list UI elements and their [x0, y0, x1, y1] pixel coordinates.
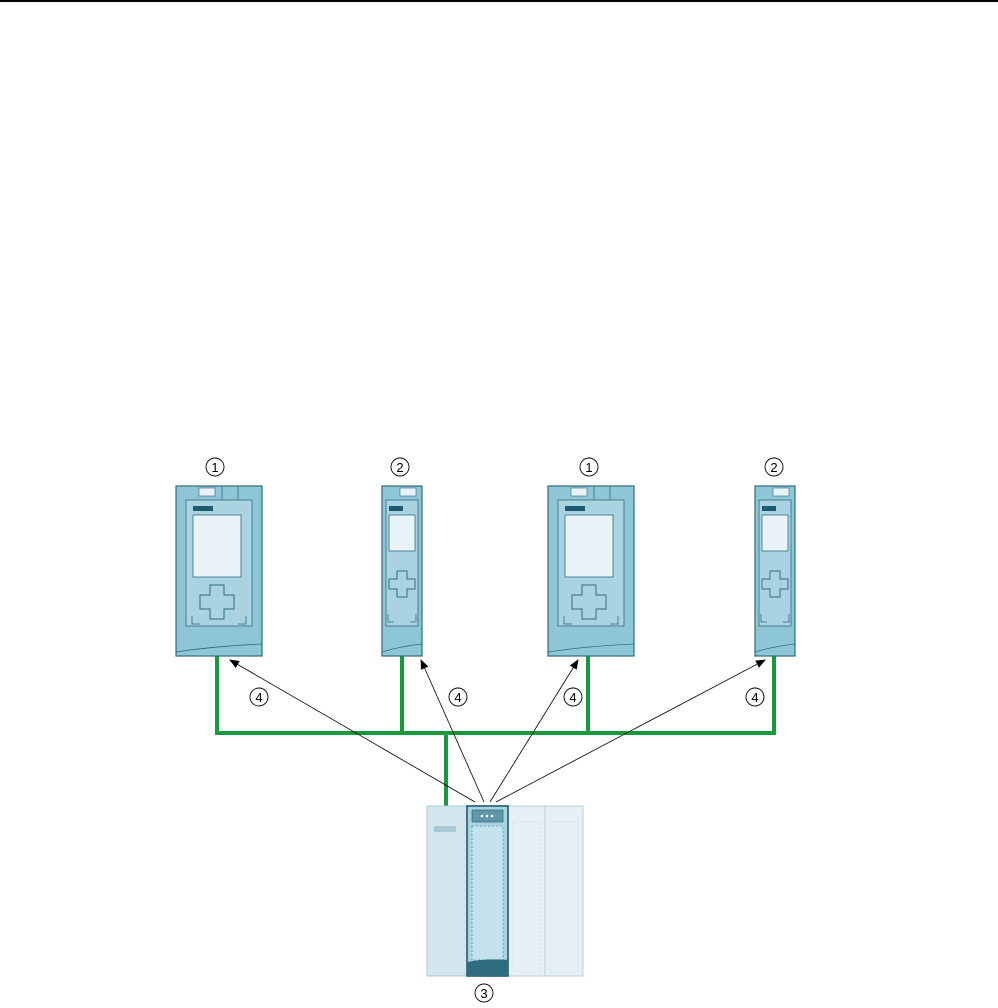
io-station — [427, 806, 583, 976]
svg-text:3: 3 — [480, 986, 487, 1001]
io-module-faded-2 — [545, 806, 583, 976]
callout-4-b: 4 — [449, 688, 467, 706]
io-module-faded-1 — [508, 806, 545, 976]
cpu-large-right — [548, 486, 634, 656]
svg-text:2: 2 — [770, 460, 777, 475]
callout-3: 3 — [475, 984, 493, 1002]
network-lines — [215, 656, 776, 806]
svg-text:4: 4 — [255, 690, 262, 705]
callout-2-right: 2 — [765, 458, 783, 476]
svg-text:4: 4 — [569, 690, 576, 705]
callout-2-left: 2 — [391, 458, 409, 476]
svg-text:1: 1 — [211, 460, 218, 475]
cpu-compact-left — [382, 486, 422, 656]
svg-text:4: 4 — [751, 690, 758, 705]
cpu-compact-right — [755, 486, 795, 656]
cpu-large-left — [176, 486, 262, 656]
callout-4-a: 4 — [250, 688, 268, 706]
svg-text:2: 2 — [396, 460, 403, 475]
callout-1-left: 1 — [206, 458, 224, 476]
callout-4-d: 4 — [746, 688, 764, 706]
callout-4-c: 4 — [564, 688, 582, 706]
svg-text:1: 1 — [585, 460, 592, 475]
callout-1-right: 1 — [580, 458, 598, 476]
svg-text:4: 4 — [454, 690, 461, 705]
